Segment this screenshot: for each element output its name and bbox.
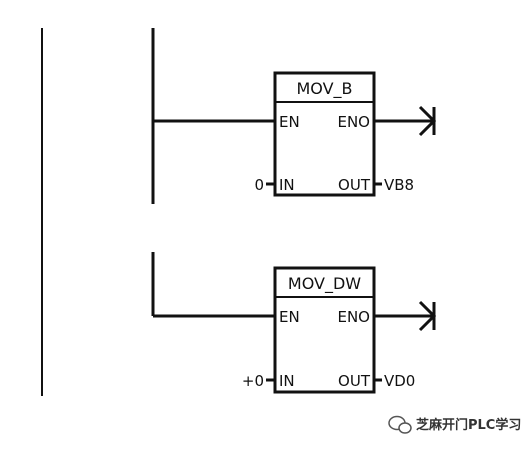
mov-b-in-label: IN xyxy=(279,176,295,194)
mov-dw-in-operand[interactable]: +0 xyxy=(242,372,264,390)
mov-dw-out-label: OUT xyxy=(338,372,371,390)
watermark-text: 芝麻开门PLC学习 xyxy=(416,417,521,433)
rung-1: MOV_B EN ENO IN OUT 0 VB8 xyxy=(151,28,437,204)
mov-b-in-operand[interactable]: 0 xyxy=(254,176,264,194)
mov-dw-in-label: IN xyxy=(279,372,295,390)
mov-dw-eno-label: ENO xyxy=(337,308,370,326)
mov-dw-out-operand[interactable]: VD0 xyxy=(384,372,415,390)
rung-2: MOV_DW EN ENO IN OUT +0 VD0 xyxy=(151,252,437,394)
mov-b-out-label: OUT xyxy=(338,176,371,194)
mov-dw-block[interactable] xyxy=(273,266,376,394)
mov-b-out-operand[interactable]: VB8 xyxy=(384,176,414,194)
mov-b-eno-label: ENO xyxy=(337,113,370,131)
watermark: 芝麻开门PLC学习 xyxy=(388,415,521,434)
mov-b-block[interactable] xyxy=(273,71,376,197)
mov-b-title: MOV_B xyxy=(296,79,352,99)
mov-dw-title: MOV_DW xyxy=(288,274,361,294)
wechat-logo-icon xyxy=(388,415,412,434)
mov-dw-en-label: EN xyxy=(279,308,300,326)
mov-b-en-label: EN xyxy=(279,113,300,131)
